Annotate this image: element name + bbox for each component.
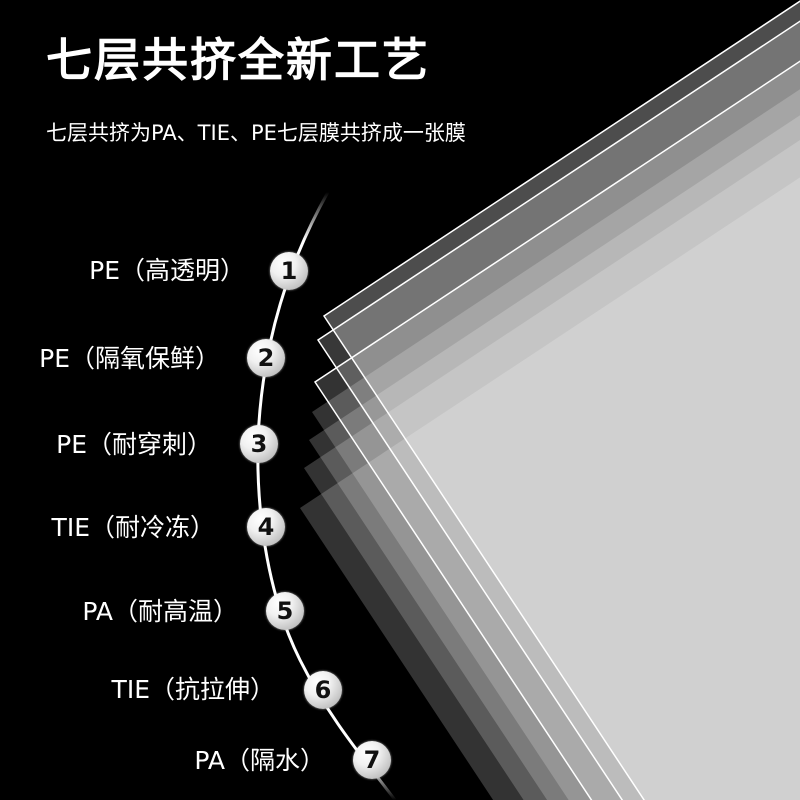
film-sheet-5 xyxy=(309,115,800,800)
film-sheet-7 xyxy=(300,177,800,800)
page-subtitle: 七层共挤为PA、TIE、PE七层膜共挤成一张膜 xyxy=(46,121,466,145)
layer-number-badge-1: 1 xyxy=(270,252,308,290)
film-sheet-2 xyxy=(316,20,800,800)
page-title: 七层共挤全新工艺 xyxy=(46,33,430,87)
layer-number-badge-4: 4 xyxy=(247,508,285,546)
layer-label-6: TIE（抗拉伸） xyxy=(111,675,275,704)
layer-label-3: PE（耐穿刺） xyxy=(56,430,212,459)
layer-label-1: PE（高透明） xyxy=(89,256,245,285)
film-sheets xyxy=(300,0,800,800)
layer-number-badge-2: 2 xyxy=(247,339,285,377)
layer-label-4: TIE（耐冷冻） xyxy=(51,513,215,542)
film-sheet-4 xyxy=(312,89,800,800)
film-sheet-1 xyxy=(322,0,800,800)
layer-label-7: PA（隔水） xyxy=(194,746,325,775)
layer-number-badge-6: 6 xyxy=(304,671,342,709)
layer-number-badge-3: 3 xyxy=(240,425,278,463)
layer-label-2: PE（隔氧保鲜） xyxy=(39,344,220,373)
film-sheet-3 xyxy=(313,60,800,800)
layer-label-5: PA（耐高温） xyxy=(82,597,238,626)
film-sheet-6 xyxy=(304,139,800,800)
layer-number-badge-5: 5 xyxy=(266,592,304,630)
layer-number-badge-7: 7 xyxy=(353,741,391,779)
